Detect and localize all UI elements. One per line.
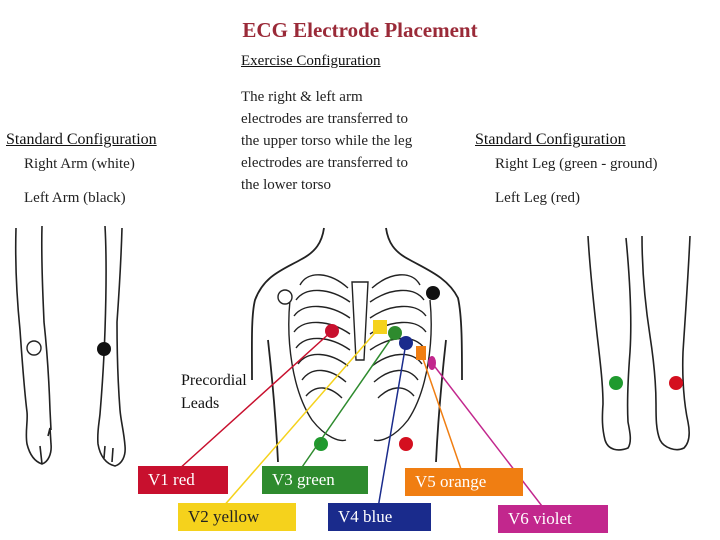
right-arm-label: Right Arm (white) bbox=[24, 156, 135, 172]
lead-wires bbox=[177, 326, 546, 511]
v4-wire bbox=[377, 342, 407, 509]
legs-illustration bbox=[587, 235, 691, 451]
v1-electrode bbox=[325, 324, 339, 338]
left-leg-electrode bbox=[669, 376, 683, 390]
right-leg-label: Right Leg (green - ground) bbox=[495, 156, 658, 172]
v6-lead-label: V6 violet bbox=[498, 505, 608, 533]
right-arm-electrode bbox=[26, 340, 42, 356]
exercise-configuration-description: The right & left arm electrodes are tran… bbox=[241, 89, 413, 193]
arms-illustration bbox=[14, 225, 126, 467]
exercise-configuration-heading: Exercise Configuration bbox=[241, 53, 381, 69]
v6-wire bbox=[431, 362, 546, 511]
exercise-left-leg-electrode bbox=[399, 437, 413, 451]
arms-standard-configuration-heading: Standard Configuration bbox=[6, 131, 157, 148]
left-leg-label: Left Leg (red) bbox=[495, 190, 580, 206]
v4-lead-label: V4 blue bbox=[328, 503, 431, 531]
v2-wire bbox=[221, 326, 381, 509]
v5-electrode bbox=[416, 346, 426, 360]
torso-illustration bbox=[250, 227, 463, 463]
v1-lead-label: V1 red bbox=[138, 466, 228, 494]
diagram-title: ECG Electrode Placement bbox=[242, 18, 478, 42]
right-leg-outline bbox=[587, 235, 632, 451]
v5-lead-label: V5 orange bbox=[405, 468, 523, 496]
legs-standard-configuration-heading: Standard Configuration bbox=[475, 131, 626, 148]
right-arm-outline bbox=[14, 225, 52, 465]
left-arm-outline bbox=[96, 225, 126, 467]
v3-wire bbox=[299, 332, 396, 471]
v1-wire bbox=[177, 330, 333, 471]
torso-outline bbox=[250, 227, 463, 463]
left-arm-label: Left Arm (black) bbox=[24, 190, 126, 206]
rib-cage bbox=[288, 274, 432, 442]
v6-electrode bbox=[428, 356, 436, 370]
v2-electrode bbox=[373, 320, 387, 334]
left-arm-electrode bbox=[97, 342, 111, 356]
v3-lead-label: V3 green bbox=[262, 466, 368, 494]
precordial-leads-label: Precordial Leads bbox=[181, 372, 247, 412]
right-leg-electrode bbox=[609, 376, 623, 390]
exercise-right-leg-electrode bbox=[314, 437, 328, 451]
v2-lead-label: V2 yellow bbox=[178, 503, 296, 531]
exercise-right-arm-electrode bbox=[277, 289, 293, 305]
left-leg-outline bbox=[641, 235, 691, 451]
v5-wire bbox=[420, 352, 463, 473]
exercise-left-arm-electrode bbox=[426, 286, 440, 300]
v4-electrode bbox=[399, 336, 413, 350]
v3-electrode bbox=[388, 326, 402, 340]
